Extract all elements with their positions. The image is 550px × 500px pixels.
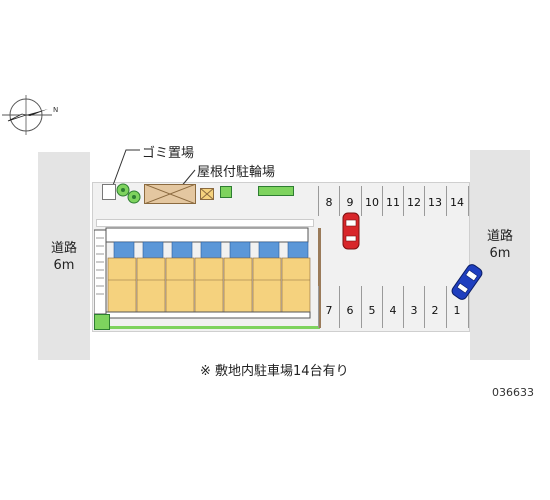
stall-number-13: 13 (428, 196, 442, 209)
hedge-right (318, 228, 321, 328)
stall-number-7: 7 (325, 304, 333, 317)
blue-car-icon (451, 264, 483, 300)
left-road-name: 道路 (50, 241, 77, 256)
hedge-top (258, 186, 294, 196)
tree-icon (116, 183, 141, 204)
bike-parking-label: 屋根付駐輪場 (197, 165, 276, 180)
stall-number-3: 3 (410, 304, 418, 317)
svg-text:N: N (53, 106, 58, 114)
north-compass-icon: N (2, 95, 58, 135)
stall-number-10: 10 (365, 196, 379, 209)
right-road-label: 道路 6m (470, 228, 530, 262)
red-car-icon (342, 212, 360, 250)
small-planter (220, 186, 232, 198)
walkway (96, 219, 314, 227)
stall-number-5: 5 (368, 304, 376, 317)
left-road-label: 道路 6m (38, 240, 90, 274)
stall-number-14: 14 (450, 196, 464, 209)
stall-number-6: 6 (346, 304, 354, 317)
right-road-width: 6m (489, 246, 511, 261)
bike-parking-roof (144, 184, 196, 204)
right-road (470, 150, 530, 360)
garbage-area (102, 184, 116, 200)
property-code: 036633 (492, 386, 534, 399)
right-road-name: 道路 (486, 229, 513, 244)
stall-number-8: 8 (325, 196, 333, 209)
left-road-width: 6m (53, 258, 75, 273)
left-road (38, 152, 90, 360)
stall-number-2: 2 (431, 304, 439, 317)
planter-bottom-left (94, 314, 110, 330)
parking-note: ※ 敷地内駐車場14台有り (200, 364, 349, 379)
bike-box-icon (200, 188, 214, 200)
stall-number-9: 9 (346, 196, 354, 209)
stall-number-12: 12 (407, 196, 421, 209)
stall-number-4: 4 (389, 304, 397, 317)
garbage-area-label: ゴミ置場 (142, 146, 195, 161)
apartment-building (94, 227, 311, 319)
stall-number-11: 11 (386, 196, 400, 209)
hedge-bottom (110, 326, 320, 329)
stall-number-1: 1 (453, 304, 461, 317)
